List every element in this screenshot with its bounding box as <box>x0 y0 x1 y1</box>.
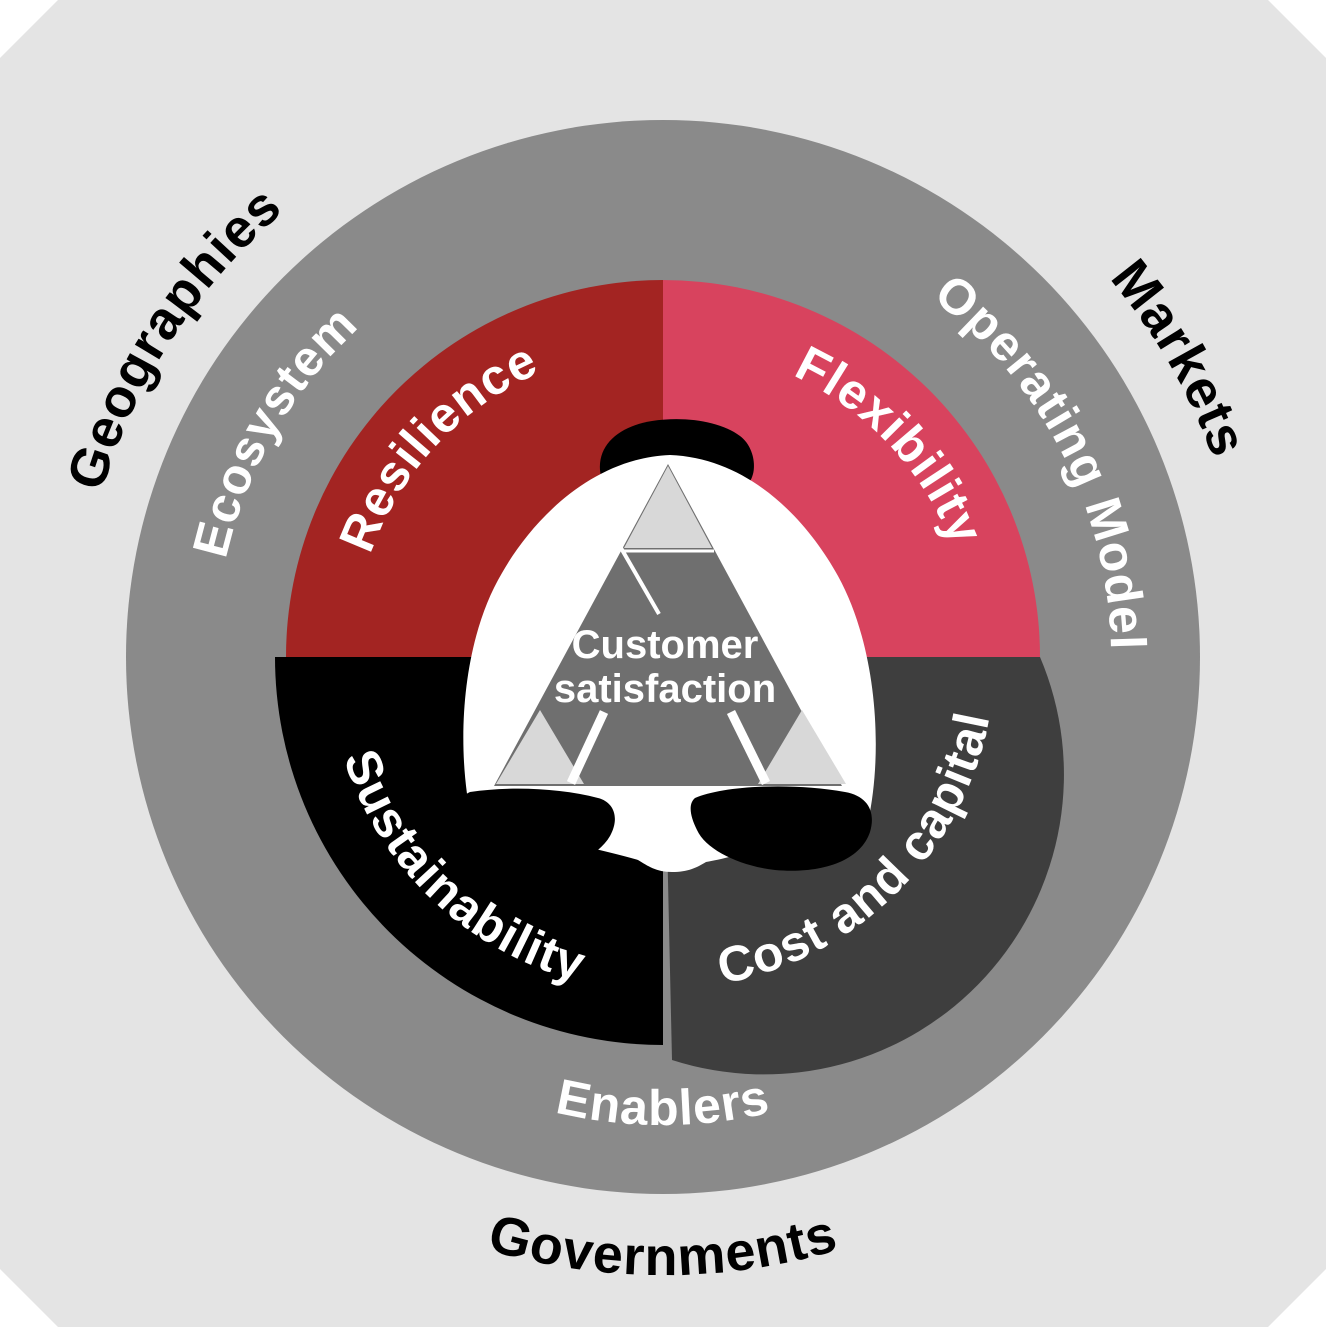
triangle-corner-top <box>624 466 712 548</box>
redacted-text-bottom-right <box>690 786 872 871</box>
redacted-text-bottom-left <box>459 788 615 869</box>
center-label-line2: satisfaction <box>554 667 776 711</box>
triangle-divider-apex-diagonal <box>619 547 661 615</box>
triangle-icon: Customer satisfaction <box>494 464 846 786</box>
triangle-divider-left <box>566 710 609 785</box>
center-label-line1: Customer <box>572 623 759 667</box>
triangle-corner-bottom-right <box>758 710 846 784</box>
triangle-body <box>494 464 842 786</box>
triangle-divider-right <box>726 710 771 785</box>
triangle-corner-bottom-left <box>496 710 584 784</box>
